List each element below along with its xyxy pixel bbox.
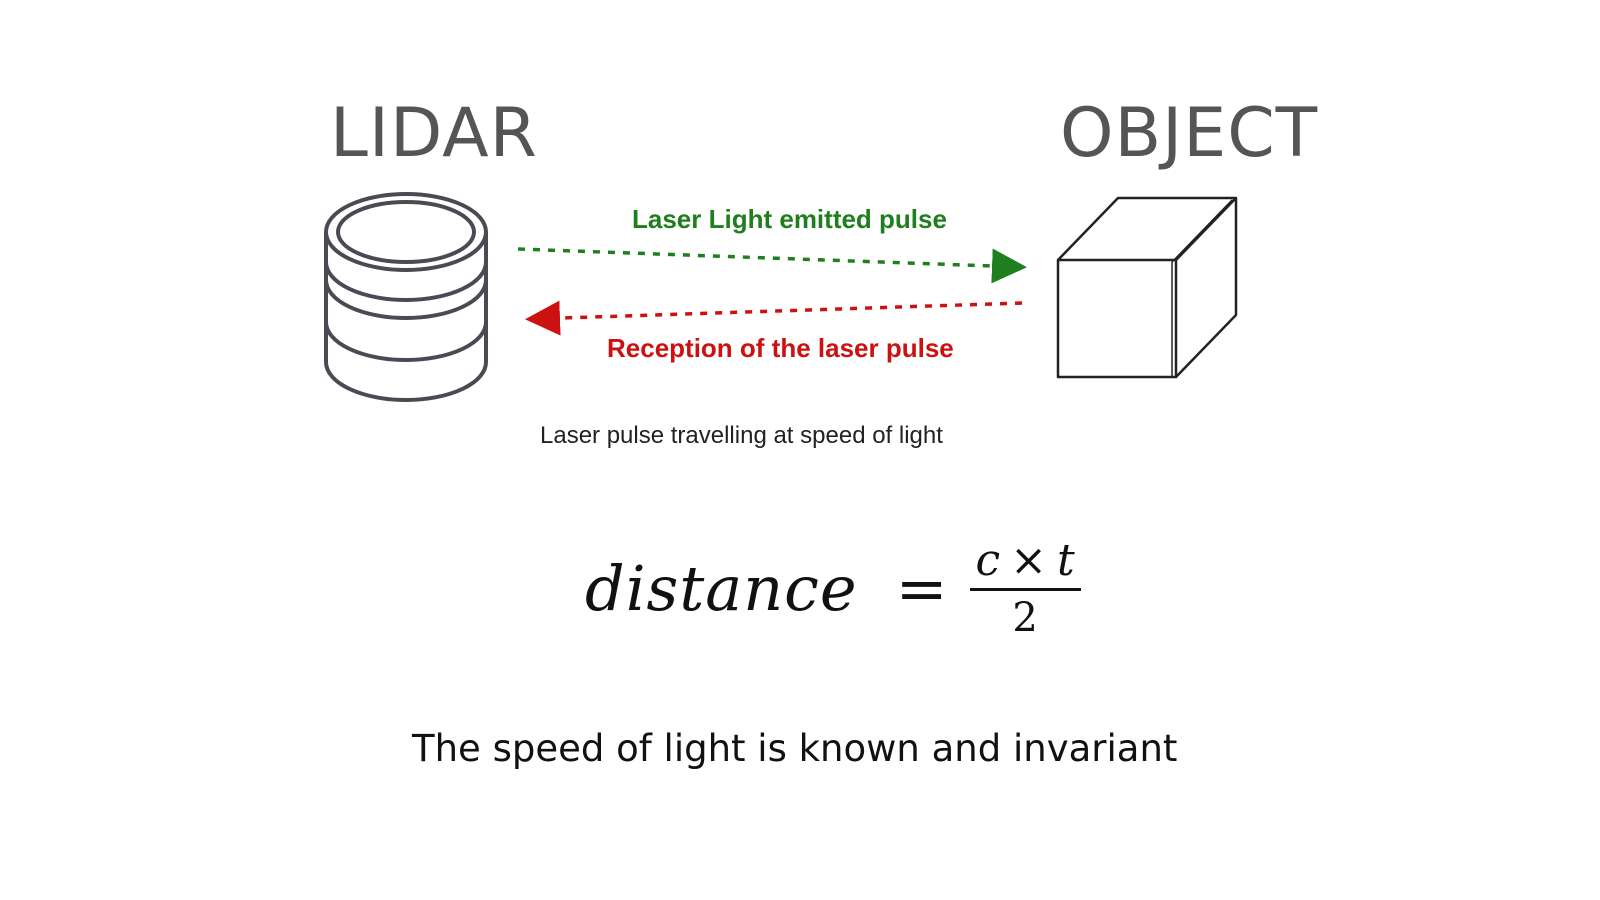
emitted-pulse-label: Laser Light emitted pulse bbox=[632, 204, 947, 234]
footer-statement: The speed of light is known and invarian… bbox=[412, 727, 1178, 770]
formula-c: c bbox=[975, 535, 1001, 586]
cube-icon bbox=[1056, 196, 1238, 379]
formula-t: t bbox=[1057, 535, 1075, 586]
emitted-pulse-arrow bbox=[517, 247, 1027, 284]
received-pulse-label: Reception of the laser pulse bbox=[607, 333, 954, 363]
object-heading: OBJECT bbox=[1060, 94, 1319, 173]
formula-lhs: distance bbox=[585, 552, 858, 626]
distance-formula: distance = c×t 2 bbox=[585, 535, 1081, 642]
formula-denominator: 2 bbox=[1012, 595, 1038, 642]
formula-numerator: c×t bbox=[969, 535, 1081, 592]
formula-equals: = bbox=[895, 552, 948, 626]
formula-fraction: c×t 2 bbox=[969, 535, 1081, 642]
travel-caption: Laser pulse travelling at speed of light bbox=[540, 422, 943, 449]
received-pulse-arrow bbox=[525, 300, 1023, 336]
lidar-cylinder-icon bbox=[324, 192, 488, 402]
lidar-heading: LIDAR bbox=[330, 94, 538, 173]
formula-times: × bbox=[1010, 535, 1048, 586]
